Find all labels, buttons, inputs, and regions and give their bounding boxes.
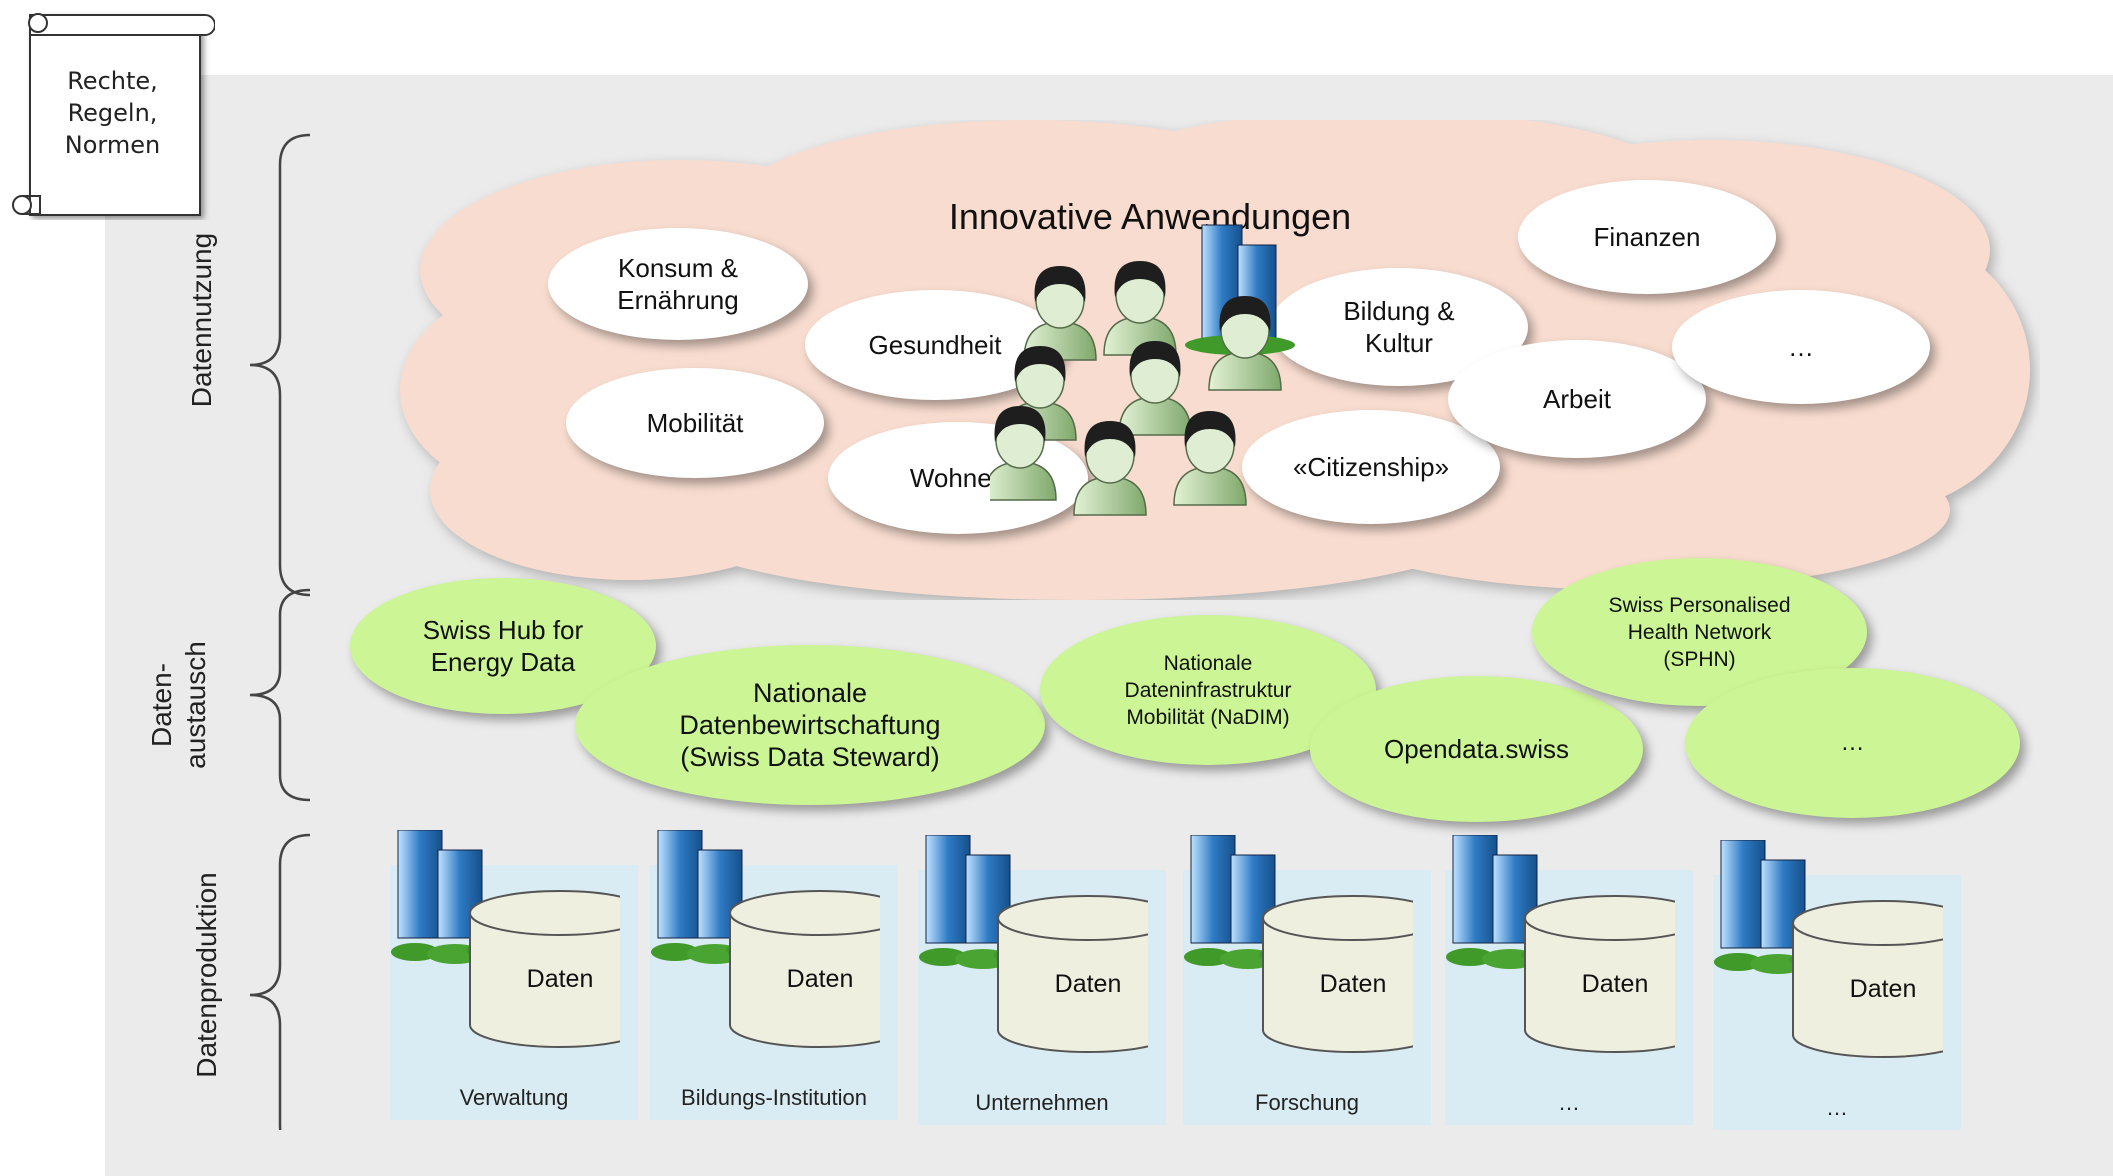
layer-label-usage: Datennutzung [186, 232, 217, 408]
producer-label: Bildungs-Institution [681, 1085, 867, 1110]
database-icon [1184, 835, 1413, 1053]
cylinder-icon [1262, 895, 1413, 1053]
exchange-bubble-opendata: Opendata.swiss [1310, 676, 1643, 822]
usage-bubble-mobilitaet: Mobilität [566, 368, 824, 478]
scroll-icon [12, 13, 215, 216]
cylinder-icon [997, 895, 1148, 1053]
brace-exchange [249, 588, 311, 802]
usage-bubble-finanzen: Finanzen [1518, 180, 1776, 294]
layer-braces [249, 133, 311, 1130]
database-label: Daten [1581, 970, 1649, 998]
rules-text: Rechte, Regeln, Normen [64, 67, 161, 159]
database-icon [919, 835, 1148, 1053]
producer-label: Verwaltung [459, 1085, 569, 1110]
cylinder-icon [1792, 900, 1943, 1058]
producer-label: Forschung [1255, 1090, 1359, 1115]
cylinder-icon [469, 890, 620, 1048]
layer-label-production: Datenproduktion [191, 872, 222, 1078]
people-group-icon [990, 224, 1295, 516]
database-icon [391, 830, 620, 1048]
producer-label: … [1826, 1095, 1848, 1120]
applications-cloud [400, 120, 2030, 600]
usage-bubble-arbeit: Arbeit [1448, 340, 1706, 458]
layer-label-exchange: Daten- austausch [146, 641, 211, 769]
database-label: Daten [1054, 970, 1122, 998]
brace-production [249, 833, 311, 1130]
database-icon [651, 830, 880, 1048]
usage-bubble-konsum: Konsum & Ernährung [548, 228, 808, 340]
usage-bubble-citizenship: «Citizenship» [1242, 410, 1500, 524]
producer-label: Unternehmen [975, 1090, 1109, 1115]
cloud-title: Innovative Anwendungen [948, 196, 1352, 237]
database-label: Daten [1319, 970, 1387, 998]
database-label: Daten [786, 965, 854, 993]
database-label: Daten [1849, 975, 1917, 1003]
cylinder-icon [1524, 895, 1675, 1053]
database-icon [1446, 835, 1675, 1053]
producer-label: … [1558, 1090, 1580, 1115]
exchange-bubble-more: … [1685, 668, 2020, 818]
database-label: Daten [526, 965, 594, 993]
cylinder-icon [729, 890, 880, 1048]
brace-usage [249, 133, 311, 597]
exchange-bubble-swiss-data-steward: Nationale Datenbewirtschaftung (Swiss Da… [575, 645, 1045, 805]
usage-bubble-more: … [1672, 290, 1930, 404]
database-icon [1714, 840, 1943, 1058]
